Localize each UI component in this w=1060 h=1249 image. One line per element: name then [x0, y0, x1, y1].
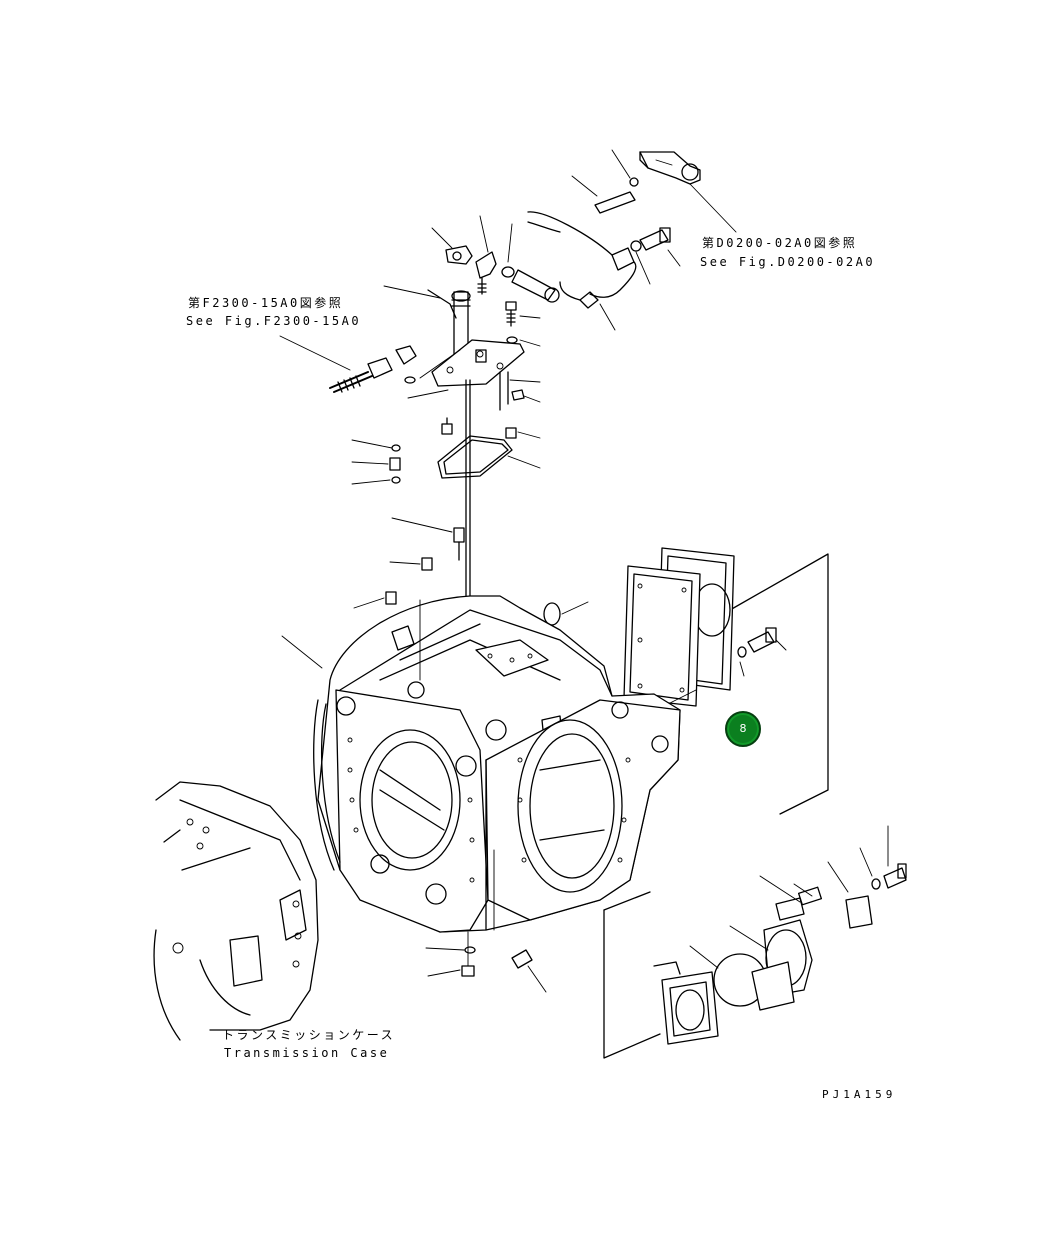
- leader-line: [759, 875, 801, 903]
- callout-badge[interactable]: 8: [725, 711, 761, 747]
- drain-plug: [461, 946, 476, 977]
- leader-line: [519, 339, 541, 347]
- leader-line: [775, 639, 787, 651]
- leader-line: [689, 183, 737, 233]
- leader-line: [425, 947, 465, 951]
- cable: [527, 211, 637, 309]
- hose-piece: [511, 269, 560, 303]
- plug: [385, 591, 397, 605]
- leader-line: [479, 215, 489, 253]
- leader-line: [507, 223, 513, 263]
- leader-line: [351, 439, 393, 449]
- leader-line: [427, 969, 461, 977]
- plug: [505, 427, 517, 439]
- bolt: [737, 627, 777, 658]
- access-cover-assembly: [623, 547, 829, 815]
- leader-line: [419, 349, 461, 379]
- elbow-fitting: [639, 151, 701, 185]
- plug: [511, 949, 533, 969]
- washer: [506, 336, 518, 344]
- leader-line: [561, 601, 589, 615]
- o-ring: [391, 476, 401, 484]
- o-ring: [404, 376, 416, 384]
- reference-d0200-en: See Fig.D0200-02A0: [700, 255, 876, 269]
- reference-f2300-en: See Fig.F2300-15A0: [186, 314, 362, 328]
- plug: [441, 417, 453, 435]
- case-label-en: Transmission Case: [224, 1046, 390, 1060]
- plug: [421, 557, 433, 571]
- plug: [511, 389, 525, 401]
- bolt: [630, 227, 671, 252]
- leader-line: [383, 285, 441, 299]
- leader-line: [689, 945, 719, 969]
- reference-f2300-jp: 第F2300-15A0図参照: [188, 296, 344, 310]
- leader-line: [507, 455, 541, 469]
- leader-line: [635, 251, 651, 285]
- gasket: [437, 435, 513, 479]
- transmission-case-body: [313, 595, 681, 933]
- pin-part: [594, 177, 639, 214]
- leader-line: [667, 249, 681, 267]
- wire: [427, 289, 457, 319]
- adjacent-transmission-case: [153, 781, 319, 1041]
- leader-line: [351, 461, 389, 465]
- leader-line: [353, 597, 385, 609]
- drawing-code: PJ1A159: [822, 1088, 897, 1101]
- leader-line: [281, 635, 323, 669]
- o-ring: [391, 444, 401, 452]
- bolt: [505, 301, 517, 327]
- breather: [453, 527, 465, 561]
- mounting-plate: [431, 339, 525, 387]
- leader-line: [519, 315, 541, 319]
- leader-line: [351, 479, 391, 485]
- case-label-jp: トランスミッションケース: [222, 1028, 396, 1042]
- leader-line: [391, 517, 453, 533]
- leader-line: [517, 431, 541, 439]
- leader-line: [859, 847, 873, 877]
- leader-line: [279, 335, 351, 371]
- leader-line: [793, 883, 813, 897]
- flange-cover-assembly: [603, 861, 907, 1059]
- leader-line: [509, 379, 541, 383]
- leader-line: [431, 227, 453, 249]
- leader-line: [523, 395, 541, 403]
- leader-line: [739, 661, 745, 677]
- reference-d0200-jp: 第D0200-02A0図参照: [702, 236, 858, 250]
- switch-sensor: [445, 245, 473, 265]
- leader-line: [571, 175, 598, 197]
- bracket-leg: [499, 371, 509, 411]
- nut: [501, 266, 515, 278]
- leader-line: [527, 965, 547, 993]
- leader-line: [389, 561, 421, 565]
- leader-line: [611, 149, 631, 179]
- elbow-connector: [475, 251, 497, 295]
- leader-line: [407, 389, 449, 399]
- hose-fitting: [329, 345, 417, 393]
- plug: [389, 457, 401, 471]
- leader-line: [729, 925, 769, 951]
- leader-line: [599, 303, 616, 331]
